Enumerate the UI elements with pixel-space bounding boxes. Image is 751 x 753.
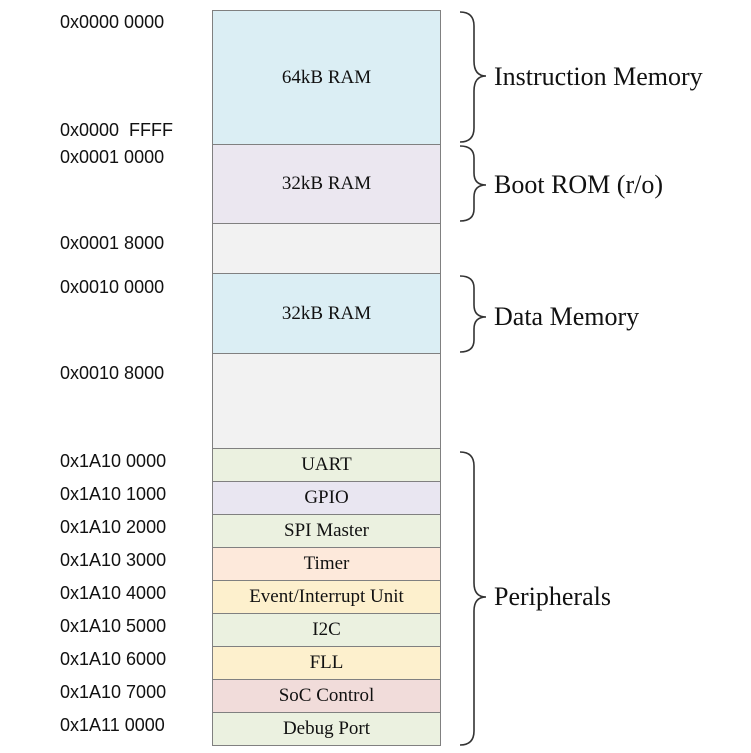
- block-label: UART: [301, 454, 352, 475]
- debug-port-block: Debug Port: [212, 712, 441, 746]
- instruction-brace: [459, 11, 487, 143]
- data-memory-label: Data Memory: [494, 302, 640, 331]
- fll-block: FLL: [212, 646, 441, 680]
- block-label: Event/Interrupt Unit: [249, 586, 404, 607]
- address-label: 0x1A10 1000: [60, 484, 167, 504]
- peripherals-brace: [459, 451, 487, 746]
- block-label: I2C: [312, 619, 341, 640]
- block-label: GPIO: [304, 487, 349, 508]
- address-label: 0x0001 0000: [60, 147, 165, 167]
- uart-block: UART: [212, 448, 441, 482]
- address-label: 0x1A10 2000: [60, 517, 167, 537]
- block-label: Debug Port: [282, 718, 371, 739]
- address-label: 0x1A10 7000: [60, 682, 167, 702]
- instruction-memory-label: Instruction Memory: [494, 62, 703, 91]
- boot-brace: [459, 145, 487, 222]
- address-label: 0x1A11 0000: [60, 715, 165, 735]
- boot-rom-label: Boot ROM (r/o): [494, 170, 663, 199]
- block-label: 64kB RAM: [281, 66, 372, 88]
- unmapped-region: [212, 223, 441, 274]
- peripherals-label: Peripherals: [494, 582, 611, 611]
- instruction-ram-block: 64kB RAM: [212, 10, 441, 145]
- address-label: 0x0010 0000: [60, 277, 165, 297]
- i2c-block: I2C: [212, 613, 441, 647]
- timer-block: Timer: [212, 547, 441, 581]
- block-label: FLL: [309, 652, 344, 673]
- address-label: 0x0010 8000: [60, 363, 165, 383]
- gpio-block: GPIO: [212, 481, 441, 515]
- boot-ram-block: 32kB RAM: [212, 144, 441, 224]
- spi-master-block: SPI Master: [212, 514, 441, 548]
- address-label: 0x1A10 5000: [60, 616, 167, 636]
- address-label: 0x0000 0000: [60, 12, 165, 32]
- address-label: 0x1A10 6000: [60, 649, 167, 669]
- address-label: 0x0000 FFFF: [60, 120, 174, 140]
- block-label: SoC Control: [278, 685, 375, 706]
- address-label: 0x1A10 3000: [60, 550, 167, 570]
- address-label: 0x0001 8000: [60, 233, 165, 253]
- address-label: 0x1A10 4000: [60, 583, 167, 603]
- block-label: Timer: [303, 553, 350, 574]
- address-label: 0x1A10 0000: [60, 451, 167, 471]
- block-label: SPI Master: [284, 520, 369, 541]
- unmapped-region: [212, 353, 441, 449]
- block-label: 32kB RAM: [281, 173, 372, 194]
- block-label: 32kB RAM: [281, 302, 372, 324]
- data-brace: [459, 275, 487, 353]
